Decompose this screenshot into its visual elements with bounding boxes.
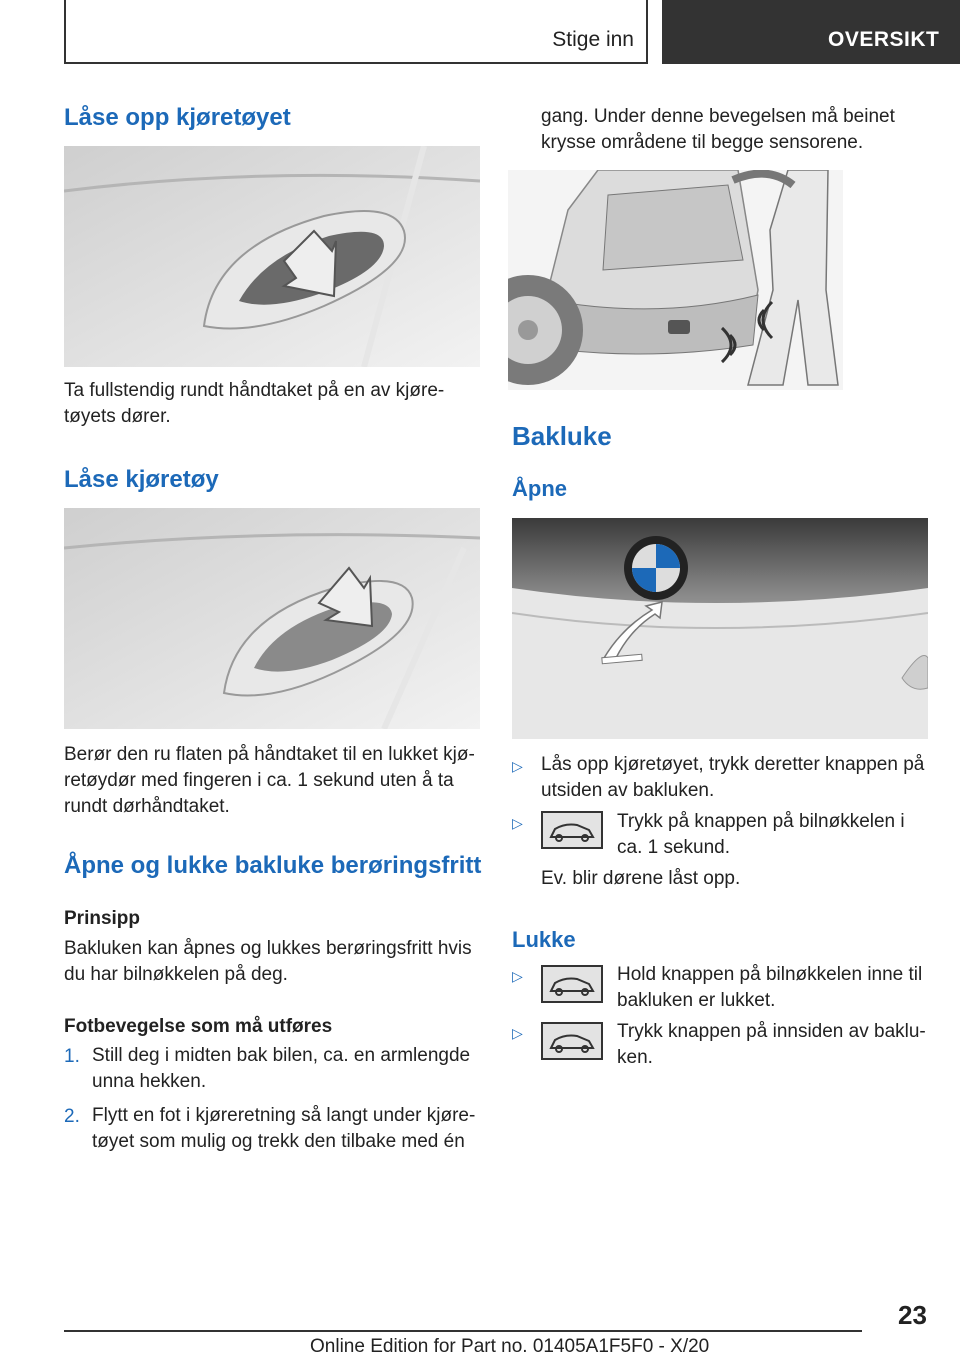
text-line: retøydør med fingeren i ca. 1 sekund ute…: [64, 770, 454, 791]
header-tab-label: OVERSIKT: [828, 28, 940, 51]
triangle-bullet-icon: ▷: [512, 968, 523, 984]
text-line: tøyet som mulig og trekk den tilbake med…: [92, 1131, 465, 1152]
subheading-principle: Prinsipp: [64, 908, 141, 929]
text-line: Still deg i midten bak bilen, ca. en arm…: [92, 1045, 471, 1066]
text-line: Lås opp kjøretøyet, trykk deretter knapp…: [541, 754, 925, 775]
car-key-tailgate-icon: [541, 1022, 603, 1060]
heading-unlock-vehicle: Låse opp kjøretøyet: [64, 104, 291, 131]
heading-open: Åpne: [512, 476, 567, 501]
heading-tailgate: Bakluke: [512, 421, 612, 451]
step-1-text: Still deg i midten bak bilen, ca. en arm…: [92, 1043, 470, 1095]
text-line: Flytt en fot i kjøreretning så langt und…: [92, 1105, 476, 1126]
car-key-tailgate-icon: [541, 811, 603, 849]
close-item-1-text: Hold knappen på bilnøkkelen inne til bak…: [617, 962, 922, 1014]
text-line: Berør den ru flaten på håndtaket til en …: [64, 744, 475, 765]
heading-touchless-tailgate: Åpne og lukke bakluke berøringsfritt: [64, 852, 482, 879]
heading-lock-vehicle: Låse kjøretøy: [64, 466, 219, 493]
header-tab-overview[interactable]: OVERSIKT: [662, 0, 960, 64]
open-item-2-text: Trykk på knappen på bilnøkkelen i ca. 1 …: [617, 809, 905, 861]
tailgate-button-illustration: [512, 518, 928, 739]
step-2-text: Flytt en fot i kjøreretning så langt und…: [92, 1103, 475, 1155]
text-line: unna hekken.: [92, 1071, 207, 1092]
text-line: Hold knappen på bilnøkkelen inne til: [617, 964, 923, 985]
header-section-box: Stige inn: [64, 0, 648, 64]
footer-divider: [64, 1330, 862, 1332]
subheading-foot-movement: Fotbevegelse som må utføres: [64, 1016, 333, 1037]
text-line: Trykk knappen på innsiden av baklu-: [617, 1021, 926, 1042]
triangle-bullet-icon: ▷: [512, 758, 523, 774]
text-line: ca. 1 sekund.: [617, 837, 731, 858]
text-line: krysse områdene til begge sensorene.: [541, 132, 864, 153]
open-note: Ev. blir dørene låst opp.: [541, 868, 741, 889]
door-handle-lock-illustration: [64, 508, 480, 729]
foot-gesture-illustration: [508, 170, 843, 390]
text-line: tøyets dører.: [64, 406, 171, 427]
text-line: rundt dørhåndtaket.: [64, 796, 230, 817]
text-line: gang. Under denne bevegelsen må beinet: [541, 106, 895, 127]
text-lock-instructions: Berør den ru flaten på håndtaket til en …: [64, 742, 475, 820]
text-line: Ta fullstendig rundt håndtaket på en av …: [64, 380, 445, 401]
text-line: Bakluken kan åpnes og lukkes berøringsfr…: [64, 938, 472, 959]
heading-close: Lukke: [512, 927, 576, 952]
text-line: Trykk på knappen på bilnøkkelen i: [617, 811, 905, 832]
text-line: utsiden av bakluken.: [541, 780, 715, 801]
text-continued: gang. Under denne bevegelsen må beinet k…: [541, 104, 895, 156]
open-item-1-text: Lås opp kjøretøyet, trykk deretter knapp…: [541, 752, 924, 804]
door-handle-unlock-illustration: [64, 146, 480, 367]
triangle-bullet-icon: ▷: [512, 1025, 523, 1041]
car-key-tailgate-icon: [541, 965, 603, 1003]
text-unlock-instructions: Ta fullstendig rundt håndtaket på en av …: [64, 378, 444, 430]
close-item-2-text: Trykk knappen på innsiden av baklu- ken.: [617, 1019, 926, 1071]
footer-edition: Online Edition for Part no. 01405A1F5F0 …: [310, 1336, 710, 1357]
header-section-label: Stige inn: [552, 28, 634, 51]
step-number: 1.: [64, 1046, 80, 1067]
text-line: du har bilnøkkelen på deg.: [64, 964, 288, 985]
text-principle: Bakluken kan åpnes og lukkes berøringsfr…: [64, 936, 472, 988]
text-line: ken.: [617, 1047, 653, 1068]
triangle-bullet-icon: ▷: [512, 815, 523, 831]
page-number: 23: [898, 1300, 927, 1330]
step-number: 2.: [64, 1106, 80, 1127]
text-line: bakluken er lukket.: [617, 990, 776, 1011]
